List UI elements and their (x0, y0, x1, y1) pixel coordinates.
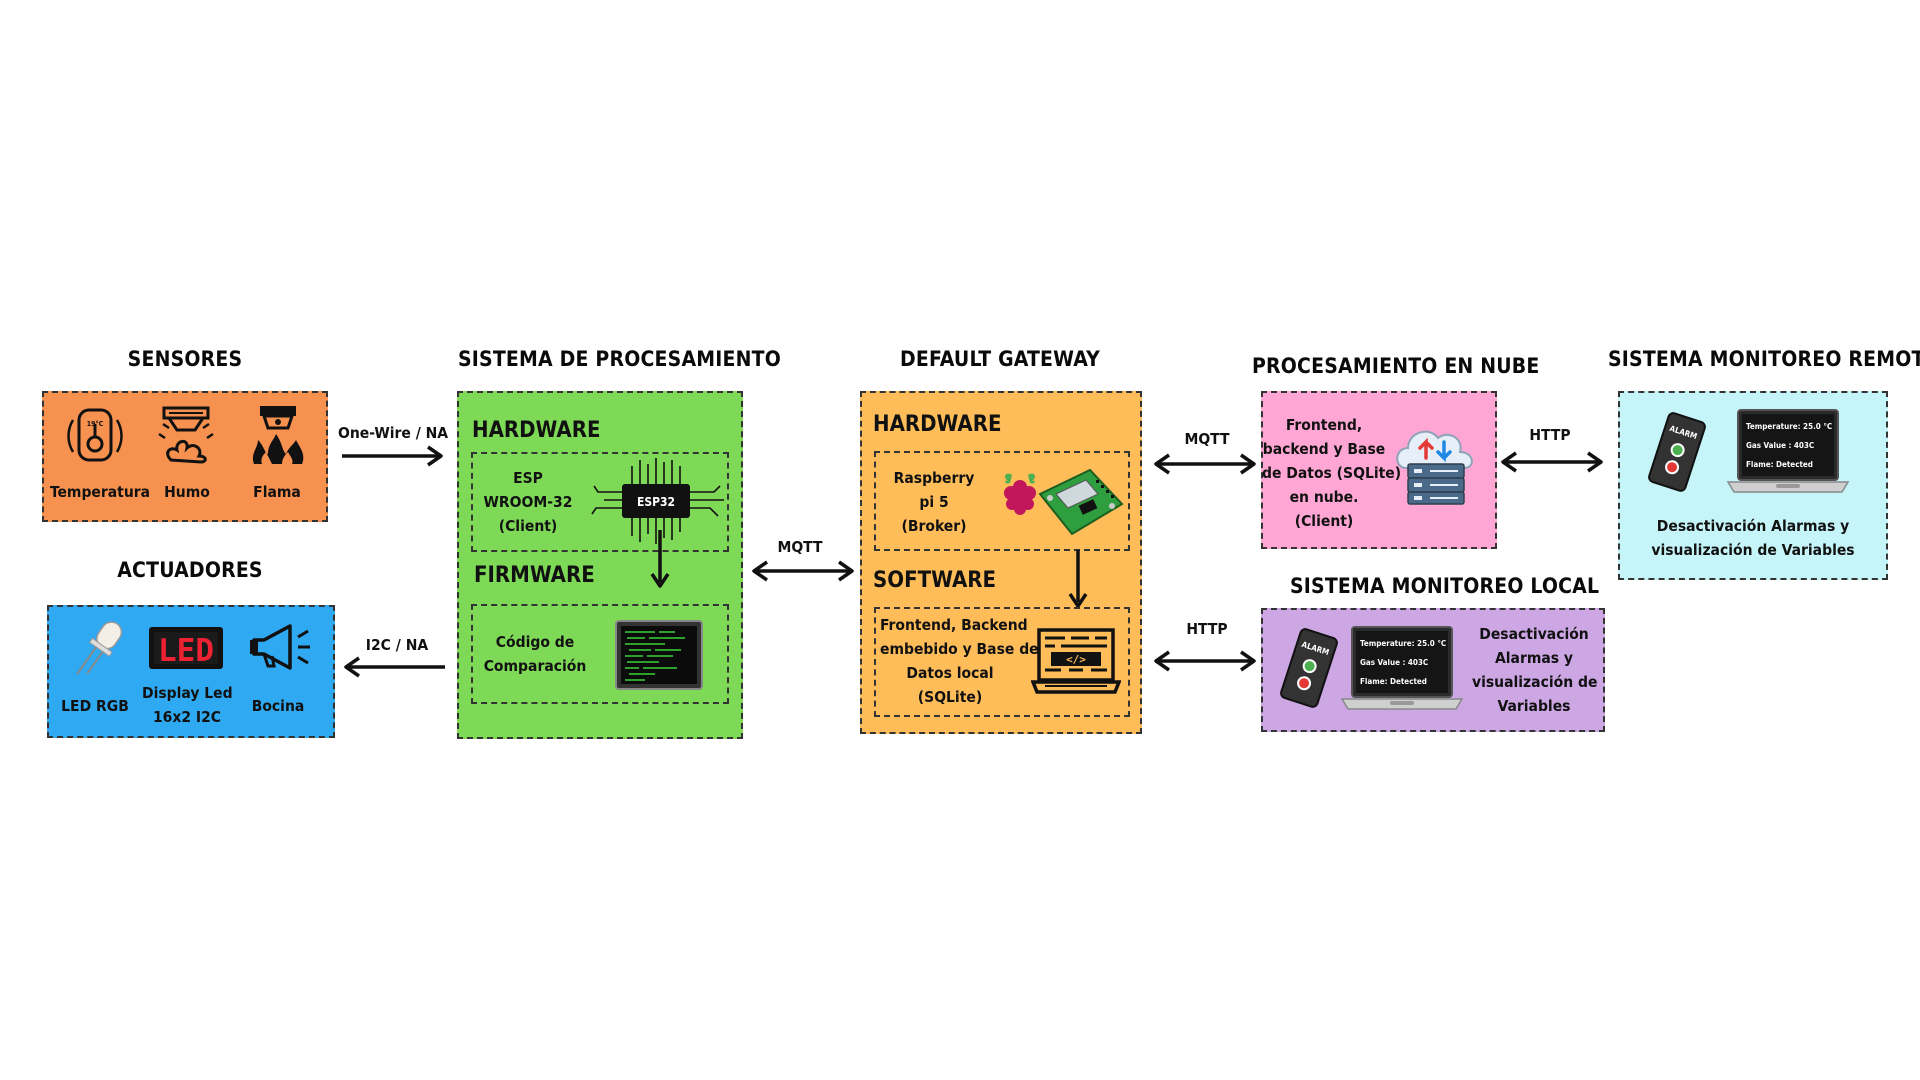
actuator-label-bocina: Bocina (251, 697, 305, 715)
remoto-title: SISTEMA MONITOREO REMOTO (1608, 347, 1920, 371)
esp-to-actuator-arrow (344, 656, 445, 678)
gateway-hardware-box (874, 451, 1130, 551)
local-title: SISTEMA MONITOREO LOCAL (1290, 574, 1600, 598)
software-line-4: (SQLite) (917, 688, 983, 706)
smoke-detector-icon (158, 406, 214, 464)
flame-detector-icon (252, 406, 304, 464)
sensor-to-esp-arrow (342, 445, 443, 467)
raspberry-line-3: (Broker) (901, 517, 967, 535)
gateway-cloud-arrow (1154, 453, 1256, 475)
nube-line-1: Frontend, (1285, 416, 1363, 434)
gateway-hardware-label: HARDWARE (873, 412, 1002, 437)
local-line-1: Desactivación (1479, 625, 1589, 643)
esp-gateway-arrow (752, 560, 854, 582)
gateway-software-box (874, 607, 1130, 717)
hardware-to-firmware-arrow (650, 530, 670, 588)
cloud-remote-link-label: HTTP (1529, 426, 1571, 444)
svg-text:</>: </> (1066, 653, 1086, 666)
software-line-2: embebido y Base de (880, 640, 1039, 658)
nube-line-3: de Datos (SQLite) (1262, 464, 1402, 482)
procesamiento-hardware-label: HARDWARE (472, 418, 601, 443)
megaphone-icon (250, 624, 310, 670)
actuator-label-led-rgb: LED RGB (61, 697, 129, 715)
gateway-box (860, 391, 1142, 734)
procesamiento-title: SISTEMA DE PROCESAMIENTO (458, 347, 781, 371)
actuator-label-display-1: Display Led (142, 684, 233, 702)
sensor-label-flama: Flama (253, 483, 301, 501)
alarm-phone-icon-remote: ALARM (1648, 412, 1706, 492)
remote-screen-flame: Flame: Detected (1746, 460, 1813, 469)
actuadores-title: ACTUADORES (117, 558, 263, 582)
firmware-line-1: Código de (495, 633, 575, 651)
alarm-phone-icon-local: ALARM (1280, 628, 1338, 708)
gateway-title: DEFAULT GATEWAY (900, 347, 1100, 371)
sensor-label-temperatura: Temperatura (50, 483, 151, 501)
esp-line-2: WROOM-32 (483, 493, 573, 511)
esp-line-3: (Client) (498, 517, 558, 535)
gateway-cloud-link-label: MQTT (1184, 430, 1230, 448)
led-display-text: LED (158, 633, 214, 669)
esp32-chip-label: ESP32 (637, 495, 675, 509)
local-line-4: Variables (1497, 697, 1571, 715)
nube-line-4: en nube. (1289, 488, 1359, 506)
remote-screen-gas: Gas Value : 403C (1746, 441, 1814, 450)
gateway-hw-to-sw-arrow (1068, 550, 1088, 608)
esp-hardware-box (471, 452, 729, 552)
gateway-local-link-label: HTTP (1186, 620, 1228, 638)
raspberry-line-2: pi 5 (919, 493, 949, 511)
local-screen-gas: Gas Value : 403C (1360, 658, 1428, 667)
raspberry-pi-icon (1004, 473, 1036, 515)
procesamiento-firmware-label: FIRMWARE (474, 563, 595, 588)
actuator-link-label: I2C / NA (365, 636, 429, 654)
nube-line-5: (Client) (1294, 512, 1354, 530)
firmware-box (471, 604, 729, 704)
cloud-remote-arrow (1501, 451, 1603, 473)
esp-gateway-link-label: MQTT (777, 538, 823, 556)
raspberry-line-1: Raspberry (893, 469, 975, 487)
gateway-local-arrow (1154, 650, 1256, 672)
sensor-label-humo: Humo (164, 483, 210, 501)
laptop-icon-remote: Temperature: 25.0 °C Gas Value : 403C Fl… (1726, 409, 1850, 493)
code-terminal-icon (615, 620, 703, 690)
local-line-2: Alarmas y (1494, 649, 1574, 667)
nube-line-2: backend y Base (1262, 440, 1386, 458)
remoto-line-1: Desactivación Alarmas y (1656, 517, 1850, 535)
thermometer-icon: 19°C (67, 408, 123, 462)
dev-board-icon (1038, 468, 1124, 536)
firmware-line-2: Comparación (483, 657, 587, 675)
actuator-label-display-2: 16x2 I2C (152, 708, 222, 726)
software-line-3: Datos local (906, 664, 994, 682)
remote-screen-temp: Temperature: 25.0 °C (1746, 422, 1832, 431)
code-laptop-icon: </> (1031, 628, 1121, 694)
sensores-title: SENSORES (127, 347, 243, 371)
local-screen-flame: Flame: Detected (1360, 677, 1427, 686)
software-line-1: Frontend, Backend (880, 616, 1028, 634)
gateway-software-label: SOFTWARE (873, 568, 997, 593)
local-screen-temp: Temperature: 25.0 °C (1360, 639, 1446, 648)
laptop-icon-local: Temperature: 25.0 °C Gas Value : 403C Fl… (1340, 626, 1464, 710)
esp-line-1: ESP (513, 469, 543, 487)
esp32-chip-icon: ESP32 (591, 458, 724, 544)
local-line-3: visualización de (1472, 673, 1598, 691)
thermo-reading: 19°C (87, 420, 104, 428)
led-display-icon: LED (149, 627, 223, 669)
sensor-link-label: One-Wire / NA (338, 424, 449, 442)
led-icon (76, 621, 123, 675)
remoto-line-2: visualización de Variables (1651, 541, 1855, 559)
cloud-server-icon (1396, 430, 1473, 505)
nube-title: PROCESAMIENTO EN NUBE (1252, 354, 1540, 378)
